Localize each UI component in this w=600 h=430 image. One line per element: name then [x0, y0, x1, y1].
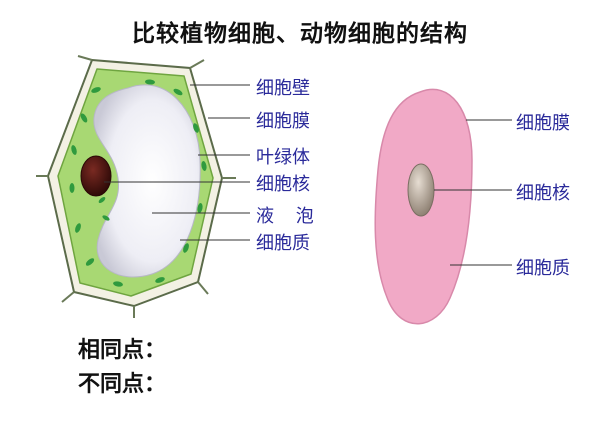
- label-plant-cell-membrane: 细胞膜: [256, 111, 310, 132]
- label-plant-vacuole: 液 泡: [256, 206, 322, 227]
- label-animal-cytoplasm: 细胞质: [516, 258, 570, 279]
- plant-chloroplasts: [69, 79, 207, 287]
- diagram-title: 比较植物细胞、动物细胞的结构: [132, 21, 468, 47]
- label-plant-cell-wall: 细胞壁: [256, 78, 310, 99]
- label-plant-cytoplasm: 细胞质: [256, 233, 310, 254]
- plant-vacuole: [93, 84, 201, 278]
- label-plant-nucleus: 细胞核: [256, 174, 310, 195]
- plant-neighbor-walls: [36, 55, 236, 318]
- plant-leader-lines: [104, 84, 250, 241]
- animal-leader-lines: [434, 119, 512, 266]
- label-plant-chloroplast: 叶绿体: [256, 147, 310, 168]
- differences-prompt: 不同点：: [78, 372, 167, 397]
- similarities-prompt: 相同点：: [78, 338, 167, 363]
- label-animal-nucleus: 细胞核: [516, 183, 570, 204]
- plant-nucleus: [80, 155, 112, 197]
- animal-nucleus: [407, 163, 435, 217]
- label-animal-cell-membrane: 细胞膜: [516, 113, 570, 134]
